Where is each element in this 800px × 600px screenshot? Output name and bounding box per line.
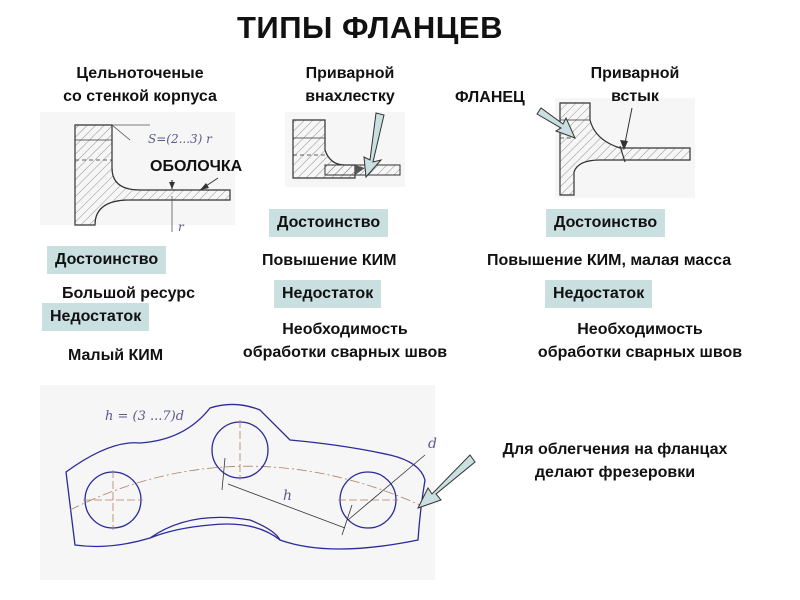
col2-drawback-badge: Недостаток [274, 280, 382, 308]
formula-h-label: h = (3 ...7)d [105, 409, 184, 424]
dimension-r-label: r [178, 220, 185, 234]
col2-drawback-text: Необходимость обработки сварных швов [215, 318, 475, 364]
col1-drawback-badge: Недостаток [42, 303, 150, 331]
col3-drawback-line1: Необходимость [577, 321, 703, 338]
col3-drawback-badge: Недостаток [545, 280, 653, 308]
drawing-integral-flange: S=(2...3) r r [40, 112, 235, 234]
col1-heading: Цельноточеные со стенкой корпуса [40, 62, 240, 108]
col1-advantage-text: Большой ресурс [62, 285, 195, 302]
col3-drawback-line2: обработки сварных швов [537, 344, 743, 361]
dimension-s-label: S=(2...3) r [148, 132, 213, 146]
col1-heading-line1: Цельноточеные [76, 65, 204, 82]
dimension-d-label: d [428, 436, 437, 452]
milling-note-line1: Для облегчения на фланцах [502, 441, 728, 458]
col1-advantage-badge: Достоинство [47, 246, 167, 274]
dimension-h-label: h [283, 488, 292, 504]
col1-drawback-text: Малый КИМ [68, 347, 164, 364]
milling-note: Для облегчения на фланцах делают фрезеро… [470, 438, 760, 484]
col3-drawback-text: Необходимость обработки сварных швов [510, 318, 770, 364]
col3-advantage-text: Повышение КИМ, малая масса [487, 252, 732, 269]
col3-heading-line1: Приварной [590, 65, 680, 82]
drawing-lap-weld-flange [285, 112, 405, 187]
col2-drawback-line1: Необходимость [282, 321, 408, 338]
milling-note-line2: делают фрезеровки [534, 464, 696, 481]
col2-advantage-text: Повышение КИМ [262, 252, 397, 269]
col3-heading-line2: встык [611, 88, 659, 105]
page-title: ТИПЫ ФЛАНЦЕВ [237, 10, 503, 45]
col2-heading-line2: внахлестку [305, 88, 395, 105]
col1-heading-line2: со стенкой корпуса [63, 88, 217, 105]
flange-label: ФЛАНЕЦ [455, 89, 525, 106]
drawing-butt-weld-flange [536, 98, 695, 198]
col2-drawback-line2: обработки сварных швов [242, 344, 448, 361]
col3-heading: Приварной встык [560, 62, 710, 108]
col2-heading-line1: Приварной [305, 65, 395, 82]
col2-advantage-badge: Достоинство [269, 209, 389, 237]
col3-advantage-badge: Достоинство [546, 209, 666, 237]
col2-heading: Приварной внахлестку [270, 62, 430, 108]
shell-label: ОБОЛОЧКА [150, 158, 243, 175]
drawing-milled-flange: h = (3 ...7)d d h [40, 385, 476, 580]
